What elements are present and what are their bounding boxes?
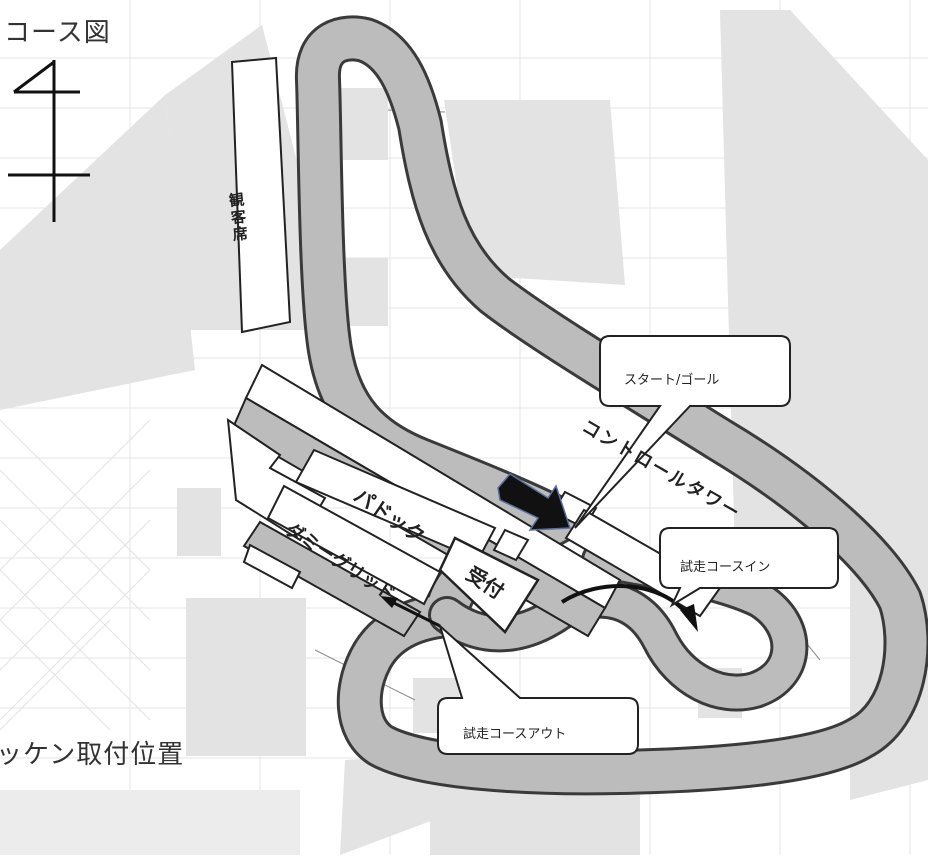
pit-out-callout-text: 試走コースアウト [463, 727, 567, 742]
north-arrow-icon [8, 60, 90, 222]
pit-in-callout-text: 試走コースイン [680, 560, 771, 575]
paddock-area [226, 363, 722, 638]
pit-in-arrow-icon [560, 584, 698, 632]
course-map-heading: コース図 [4, 18, 111, 48]
pit-out-arrow-icon [380, 596, 441, 628]
start-goal-callout [574, 335, 791, 529]
pit-out-callout [437, 622, 639, 755]
spectator-stand [230, 56, 292, 334]
pit-in-callout [659, 527, 839, 608]
number-position-heading: ッケン取付位置 [0, 740, 185, 770]
start-goal-callout-text: スタート/ゴール [624, 373, 720, 388]
direction-arrow-icon [497, 473, 572, 531]
hatch-pattern [0, 419, 151, 731]
